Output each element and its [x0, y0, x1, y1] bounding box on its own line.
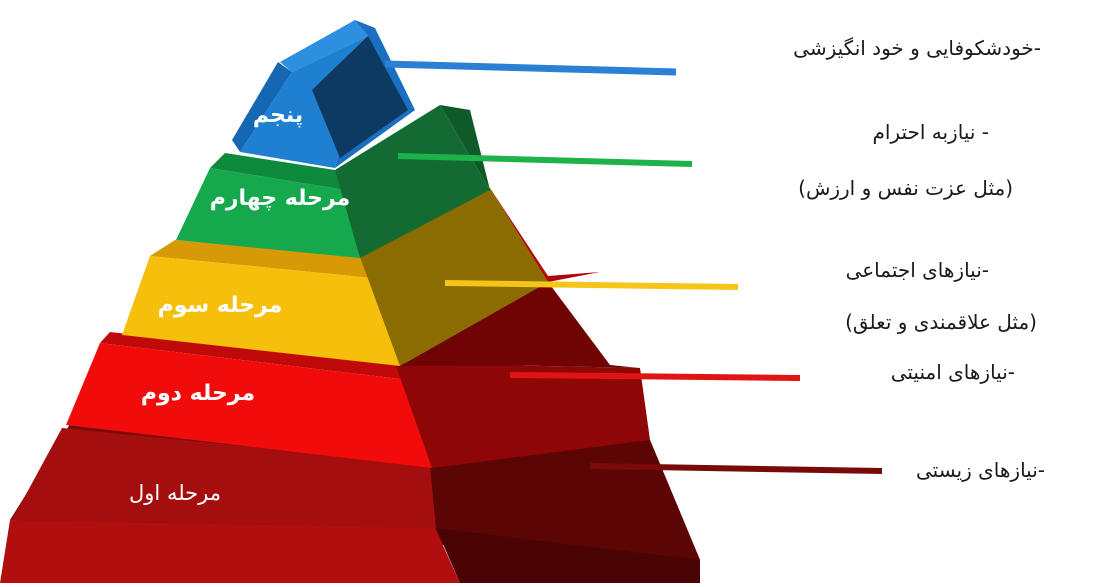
level-5-description: -خودشکوفایی و خود انگیزشی [793, 36, 1041, 60]
connector-line-2 [509, 372, 801, 381]
level-2-front-face [66, 343, 432, 468]
level-1-front-band [12, 428, 436, 528]
level-4-description: - نیازبه احترام [872, 120, 989, 144]
level-4-note: (مثل عزت نفس و ارزش) [798, 176, 1013, 200]
level-1-label: مرحله اول [129, 481, 221, 505]
level-3-label: مرحله سوم [158, 293, 283, 318]
level-1-side-bottom [436, 528, 700, 583]
level-5-top-rim [280, 20, 368, 72]
level-2-top-rim [100, 332, 408, 380]
connector-line-5 [384, 60, 677, 76]
level-2-description: -نیازهای امنیتی [890, 360, 1015, 384]
pyramid-level-1 [0, 424, 700, 583]
level-3-side-shadow [400, 282, 610, 366]
level-3-front-face [122, 256, 400, 366]
level-1-description: -نیازهای زیستی [916, 458, 1045, 482]
level-4-label: مرحله چهارم [210, 186, 351, 211]
level-3-description: -نیازهای اجتماعی [845, 258, 989, 282]
pyramid-level-2 [66, 332, 650, 468]
pyramid-level-5 [232, 20, 415, 168]
level-5-left-edge [232, 62, 292, 152]
level-1-front-face [0, 520, 460, 583]
level-4-side-face [335, 105, 490, 258]
level-4-side-edge [440, 105, 490, 190]
pyramid-level-4 [176, 105, 490, 258]
connector-line-1 [589, 463, 883, 474]
level-4-front-face [176, 168, 360, 258]
level-3-note: (مثل علاقمندی و تعلق) [845, 310, 1037, 334]
level-4-top-rim [210, 153, 345, 190]
level-3-top-rim [150, 240, 372, 278]
level-5-label: پنجم [253, 103, 303, 128]
connector-line-3 [444, 280, 739, 290]
connector-line-4 [397, 153, 693, 167]
level-2-label: مرحله دوم [141, 381, 255, 406]
level-1-side-face [430, 440, 700, 560]
level-2-side-face [395, 363, 650, 468]
level-5-side-face [312, 36, 408, 158]
